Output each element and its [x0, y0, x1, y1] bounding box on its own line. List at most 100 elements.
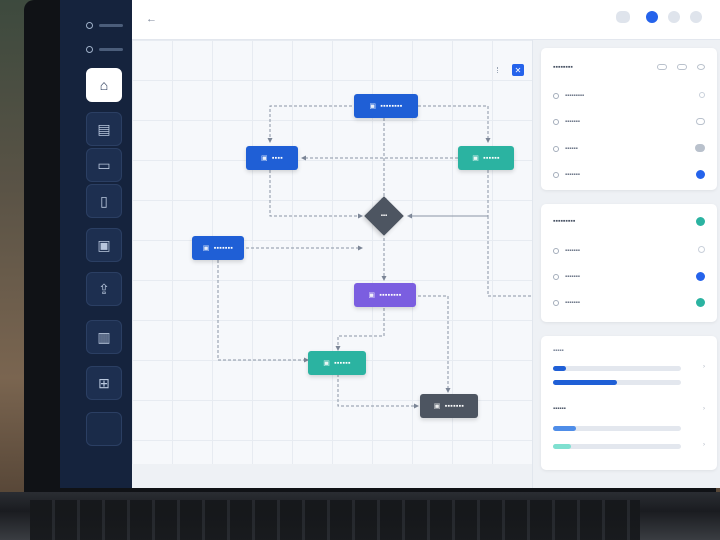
progress-fill	[553, 366, 566, 371]
row-label: ▪▪▪▪▪▪▪	[565, 248, 580, 254]
briefcase-icon: ▣	[97, 236, 111, 253]
flow-node-input[interactable]: ▣ ▪▪▪▪▪▪▪	[192, 236, 244, 260]
connector	[407, 170, 489, 219]
flow-node-end[interactable]: ▣ ▪▪▪▪▪▪▪	[420, 394, 478, 418]
card-title: ▪▪▪▪▪▪▪▪	[553, 64, 573, 71]
chevron-icon[interactable]	[698, 246, 705, 253]
canvas-footer	[132, 464, 532, 488]
chevron-icon[interactable]	[699, 92, 705, 98]
flow-node-left[interactable]: ▣ ▪▪▪▪	[246, 146, 298, 170]
flow-connectors	[217, 105, 532, 409]
sidebar-top-item-1[interactable]	[86, 20, 123, 30]
sidebar-top-bar	[99, 24, 123, 28]
sidebar-nav-home[interactable]: ⌂	[86, 68, 122, 102]
sidebar-nav-page[interactable]: ▥	[86, 320, 122, 354]
inbox-icon: ▤	[97, 120, 111, 137]
close-icon: ✕	[514, 65, 522, 75]
decision-label: ▪▪▪	[380, 213, 388, 219]
flow-node-process[interactable]: ▣ ▪▪▪▪▪▪▪▪	[354, 283, 416, 307]
upload-icon: ⇪	[98, 280, 110, 297]
progress-bar	[553, 444, 681, 449]
chat-icon[interactable]	[616, 11, 630, 23]
sidebar: ⌂ ▤ ▭ ▯ ▣ ⇪ ▥ ⊞	[60, 0, 132, 488]
radio-icon[interactable]	[553, 274, 559, 280]
radio-icon[interactable]	[553, 119, 559, 125]
properties-card: ▪▪▪▪▪▪▪▪ ▪▪▪▪▪▪▪▪▪ ▪▪▪▪▪▪▪ ▪▪▪▪▪▪ ▪▪▪▪▪▪…	[541, 48, 717, 190]
node-icon: ▣	[369, 103, 377, 110]
node-icon: ▣	[472, 155, 480, 162]
connector	[408, 215, 532, 297]
connector	[337, 374, 419, 409]
folder-icon: ▭	[97, 156, 111, 173]
laptop-keyboard-base	[0, 492, 720, 540]
row-label: ▪▪▪▪▪▪▪	[565, 274, 580, 280]
progress-bar	[553, 366, 681, 371]
sidebar-nav-document[interactable]: ▯	[86, 184, 122, 218]
flow-node-merge[interactable]: ▣ ▪▪▪▪▪▪	[308, 351, 366, 375]
node-label: ▪▪▪▪▪▪▪	[444, 402, 465, 410]
row-label: ▪▪▪▪▪▪▪	[565, 119, 580, 125]
workflow-canvas[interactable]: ✕	[132, 40, 532, 464]
circle-icon	[86, 46, 93, 54]
sidebar-nav-briefcase[interactable]: ▣	[86, 228, 122, 262]
sidebar-top-item-2[interactable]	[86, 44, 123, 54]
row-label: ▪▪▪▪▪▪▪▪▪	[565, 93, 585, 99]
avatar-icon[interactable]	[690, 11, 702, 23]
status-dot-icon[interactable]	[696, 217, 705, 226]
canvas-menu-icon[interactable]	[497, 67, 500, 73]
document-icon: ▯	[100, 192, 108, 209]
status-dot-icon[interactable]	[696, 272, 705, 281]
node-label: ▪▪▪▪▪▪▪▪	[380, 102, 403, 110]
row-label: ▪▪▪▪▪▪	[565, 146, 578, 152]
more-icon[interactable]	[697, 64, 705, 70]
radio-icon[interactable]	[553, 146, 559, 152]
progress-card: ▪▪▪▪▪ › ▪▪▪▪▪▪ › ›	[541, 336, 717, 470]
add-icon: ⊞	[98, 374, 110, 391]
sidebar-nav-inbox[interactable]: ▤	[86, 112, 122, 146]
toggle-icon[interactable]	[696, 118, 705, 125]
settings-card: ▪▪▪▪▪▪▪▪▪ ▪▪▪▪▪▪▪ ▪▪▪▪▪▪▪ ▪▪▪▪▪▪▪	[541, 204, 717, 322]
chevron-icon[interactable]: ›	[703, 442, 705, 448]
node-icon: ▣	[433, 403, 441, 410]
keyboard-keys	[30, 500, 640, 540]
app-screen: ⌂ ▤ ▭ ▯ ▣ ⇪ ▥ ⊞ ← ✕	[60, 0, 720, 488]
sidebar-nav-folder[interactable]: ▭	[86, 148, 122, 182]
row-label: ▪▪▪▪▪▪▪	[565, 300, 580, 306]
node-label: ▪▪▪▪▪▪▪▪	[379, 291, 402, 299]
node-label: ▪▪▪▪▪▪	[334, 359, 351, 367]
radio-icon[interactable]	[553, 248, 559, 254]
toggle-icon[interactable]	[695, 144, 705, 152]
sidebar-nav-empty[interactable]	[86, 412, 122, 446]
sidebar-nav-upload[interactable]: ⇪	[86, 272, 122, 306]
toggle-icon[interactable]	[677, 64, 687, 70]
status-dot-icon[interactable]	[696, 170, 705, 179]
status-dot-icon[interactable]	[696, 298, 705, 307]
node-icon: ▣	[368, 292, 376, 299]
flow-node-start[interactable]: ▣ ▪▪▪▪▪▪▪▪	[354, 94, 418, 118]
sidebar-top-bar	[99, 48, 123, 52]
settings-icon[interactable]	[668, 11, 680, 23]
close-canvas-button[interactable]: ✕	[512, 64, 524, 76]
progress-label: ▪▪▪▪▪	[553, 348, 564, 354]
node-label: ▪▪▪▪▪▪	[483, 154, 500, 162]
chevron-icon[interactable]: ›	[703, 364, 705, 370]
radio-icon[interactable]	[553, 300, 559, 306]
row-label: ▪▪▪▪▪▪▪	[565, 172, 580, 178]
sidebar-nav-add[interactable]: ⊞	[86, 366, 122, 400]
progress-fill	[553, 444, 571, 449]
chevron-icon[interactable]: ›	[703, 406, 705, 412]
progress-fill	[553, 380, 617, 385]
connector	[269, 170, 363, 219]
top-header: ←	[132, 0, 720, 40]
status-dot-icon[interactable]	[646, 11, 658, 23]
toggle-icon[interactable]	[657, 64, 667, 70]
flow-node-right[interactable]: ▣ ▪▪▪▪▪▪	[458, 146, 514, 170]
radio-icon[interactable]	[553, 172, 559, 178]
back-arrow-icon[interactable]: ←	[146, 13, 157, 25]
node-icon: ▣	[323, 360, 331, 367]
node-label: ▪▪▪▪▪▪▪	[213, 244, 234, 252]
connector	[217, 260, 309, 363]
progress-bar	[553, 380, 681, 385]
radio-icon[interactable]	[553, 93, 559, 99]
node-icon: ▣	[202, 245, 210, 252]
